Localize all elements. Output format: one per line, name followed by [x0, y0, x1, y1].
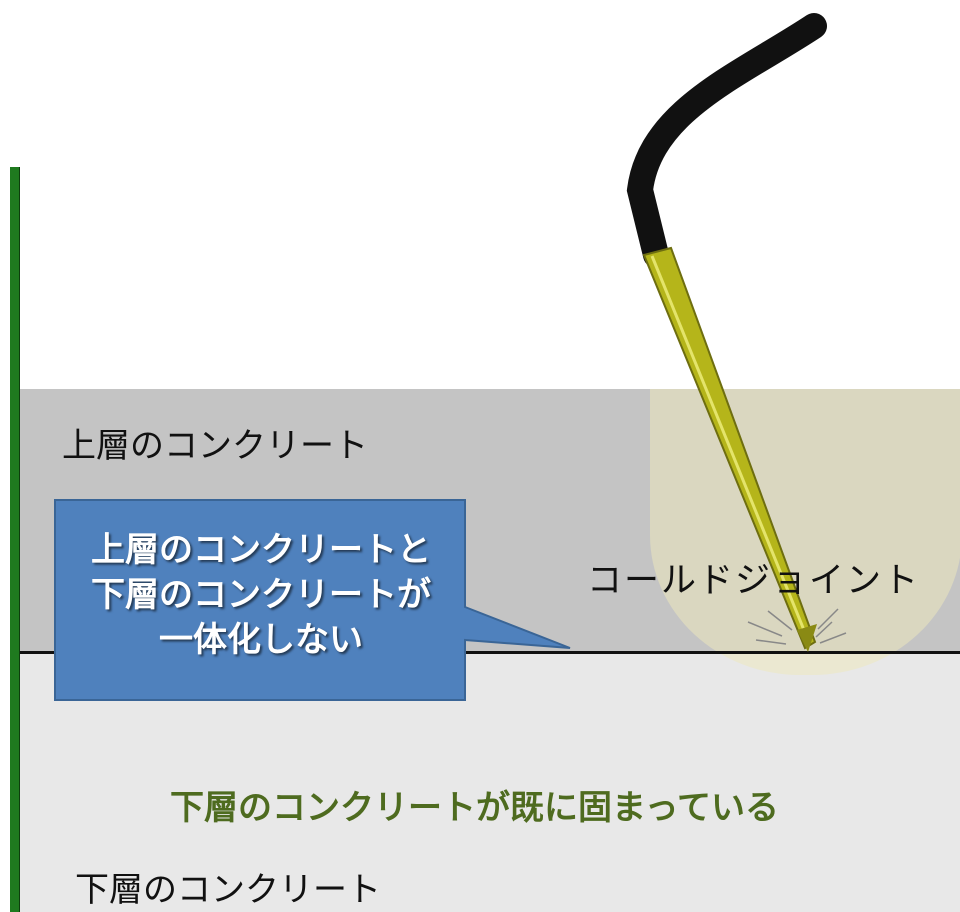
lower-layer-label: 下層のコンクリート: [75, 870, 381, 910]
callout-shape: [54, 499, 571, 701]
callout-line: 上層のコンクリートと: [91, 530, 431, 570]
callout-line: 下層のコンクリートが: [91, 575, 431, 615]
impact-spark-icon: [747, 608, 847, 645]
formwork-board: [10, 167, 20, 912]
upper-layer-label: 上層のコンクリート: [62, 426, 368, 466]
cold-joint-label: コールドジョイント: [587, 561, 921, 601]
concrete-vibrator-icon: [626, 13, 827, 652]
joint-line: [18, 651, 960, 654]
callout-text: 上層のコンクリートと 下層のコンクリートが 一体化しない: [56, 528, 466, 663]
lower-hardened-label: 下層のコンクリートが既に固まっている: [170, 788, 779, 828]
callout-line: 一体化しない: [159, 620, 363, 660]
